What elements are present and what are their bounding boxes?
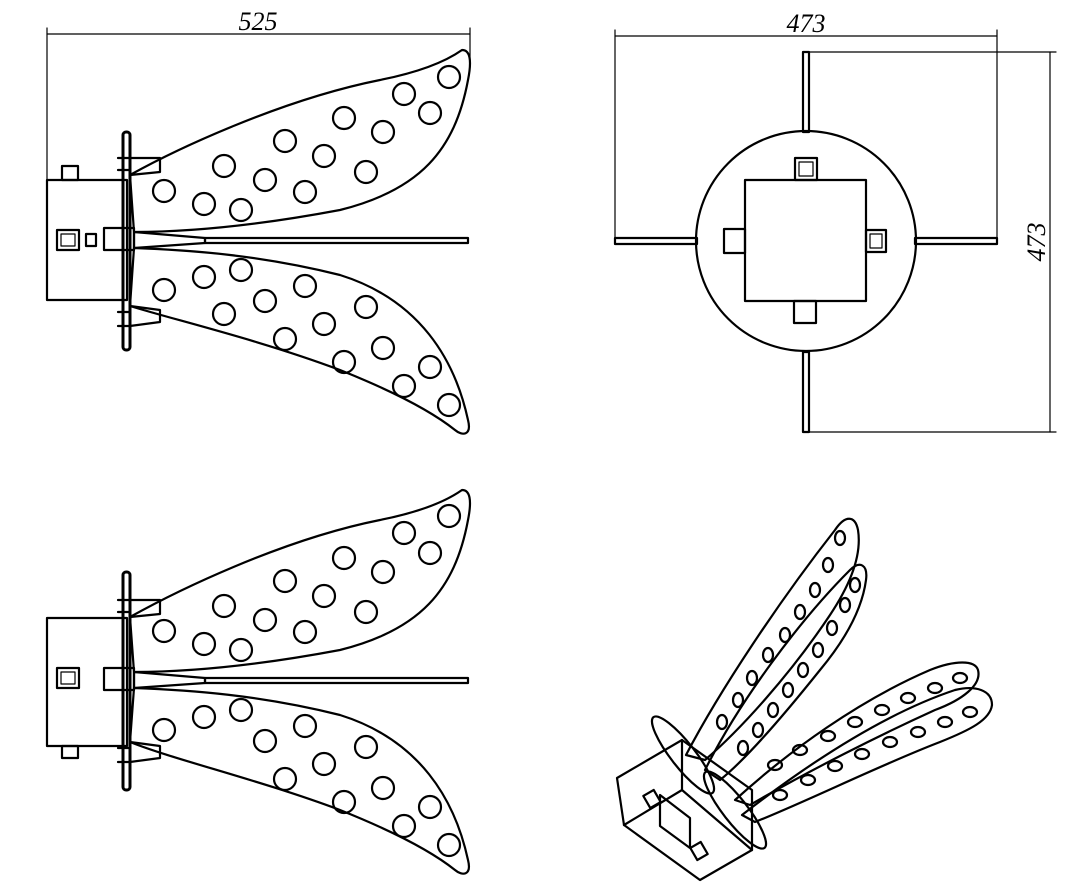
top-base-box bbox=[743, 178, 868, 303]
top-width-label: 473 bbox=[787, 9, 826, 38]
side-connector-icon bbox=[55, 666, 81, 690]
iso-wing-1 bbox=[684, 517, 860, 762]
side-base-box bbox=[45, 616, 129, 748]
side-view bbox=[45, 488, 472, 875]
top-height-label: 473 bbox=[1022, 223, 1051, 262]
front-lower-wing bbox=[128, 246, 470, 435]
iso-wing-2 bbox=[703, 563, 868, 782]
iso-wing-4 bbox=[740, 687, 994, 824]
front-width-label: 525 bbox=[239, 7, 278, 36]
top-mounting-disk bbox=[694, 129, 918, 353]
isometric-view bbox=[615, 517, 994, 882]
iso-disk-left bbox=[650, 715, 716, 795]
top-height-dimension: 473 bbox=[805, 51, 1057, 433]
front-lower-wing-holes bbox=[151, 257, 462, 418]
side-upper-wing bbox=[128, 488, 472, 674]
iso-wing-3 bbox=[733, 661, 980, 807]
front-upper-wing bbox=[128, 48, 472, 234]
front-mounting-plate bbox=[121, 130, 132, 352]
front-upper-wing-holes bbox=[151, 64, 462, 223]
side-upper-wing-holes bbox=[151, 503, 462, 663]
front-center-rod bbox=[203, 236, 470, 245]
front-connector-icon bbox=[55, 228, 81, 252]
side-lower-wing bbox=[128, 686, 470, 875]
top-view: 473 473 bbox=[613, 9, 1057, 434]
iso-base-box bbox=[615, 738, 754, 882]
front-base-box bbox=[45, 178, 129, 302]
top-width-dimension: 473 bbox=[614, 9, 998, 239]
iso-wing-holes bbox=[715, 529, 979, 802]
front-view: 525 bbox=[45, 7, 472, 435]
side-lower-wing-holes bbox=[151, 697, 462, 858]
front-width-dimension: 525 bbox=[46, 7, 471, 181]
